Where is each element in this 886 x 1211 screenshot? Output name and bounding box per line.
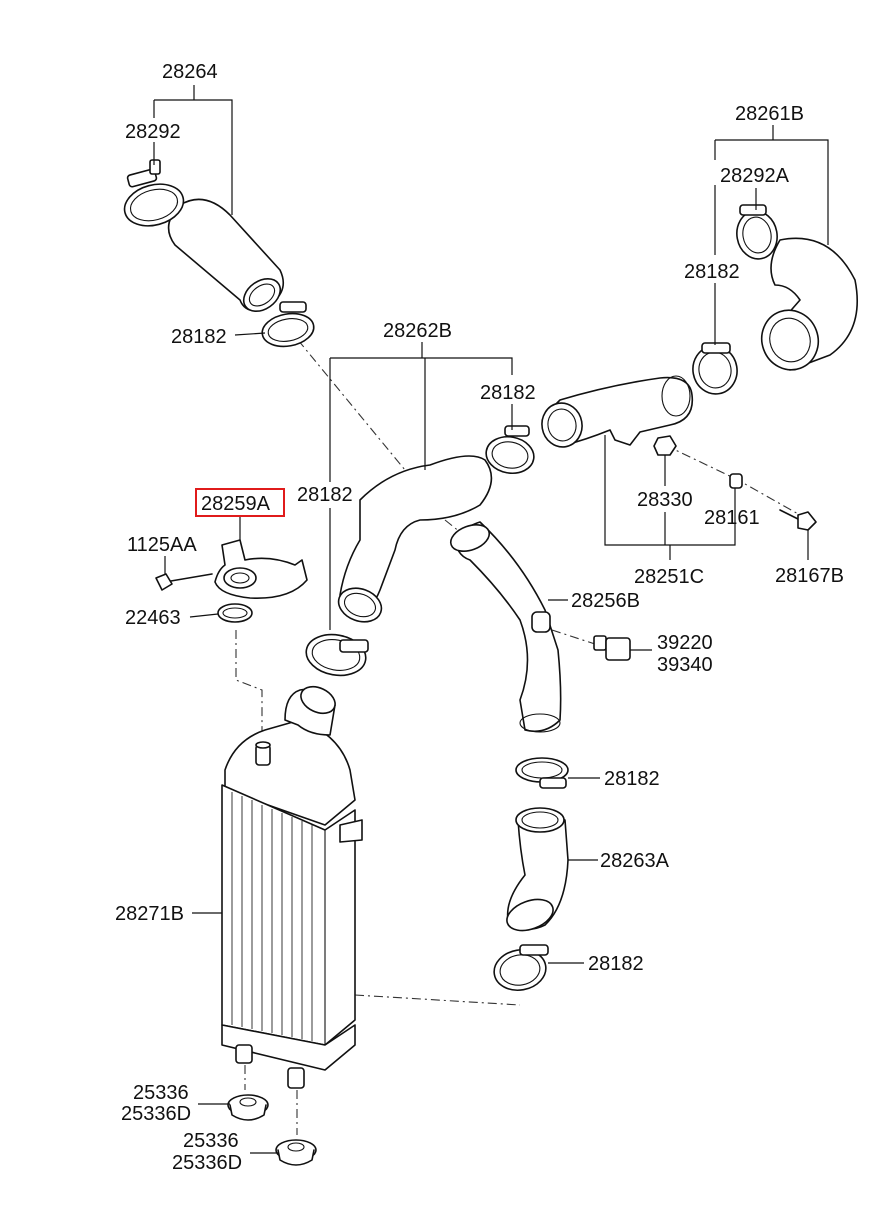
clamp-28292A[interactable] <box>733 204 781 262</box>
intercooler-28271B[interactable] <box>221 682 363 1089</box>
bolt-28167B[interactable] <box>779 509 817 531</box>
label-28292[interactable]: 28292 <box>125 121 181 143</box>
label-28182-lower-right[interactable]: 28182 <box>588 953 644 975</box>
label-25336D-upper[interactable]: 25336D <box>121 1103 191 1125</box>
elbow-28261B[interactable] <box>753 237 858 377</box>
clamp-28182-mid-upper[interactable] <box>483 425 537 477</box>
nut-28330[interactable] <box>653 435 677 456</box>
label-28182-upper-right[interactable]: 28182 <box>684 261 740 283</box>
clamp-28182-mid-right[interactable] <box>515 757 569 789</box>
label-28182-mid-left[interactable]: 28182 <box>297 484 353 506</box>
label-28182-upper-left[interactable]: 28182 <box>171 326 227 348</box>
grommet-25336-lower[interactable] <box>275 1139 317 1166</box>
hose-28263A[interactable] <box>503 807 569 936</box>
clamp-28182-upper-left[interactable] <box>260 301 317 350</box>
sleeve-28161[interactable] <box>729 473 743 489</box>
label-28263A[interactable]: 28263A <box>600 850 670 872</box>
pipe-28251C[interactable] <box>538 375 694 450</box>
highlight-box-28259A <box>195 488 285 517</box>
label-28262B[interactable]: 28262B <box>383 320 452 342</box>
o-ring-22463[interactable] <box>217 603 253 623</box>
label-28292A[interactable]: 28292A <box>720 165 790 187</box>
hose-28262B[interactable] <box>334 455 493 628</box>
label-28264[interactable]: 28264 <box>162 61 218 83</box>
bolt-1125AA[interactable] <box>155 573 213 591</box>
label-28259A[interactable]: 28259A <box>201 493 271 515</box>
label-28161[interactable]: 28161 <box>704 507 760 529</box>
clamp-28292[interactable] <box>120 159 188 232</box>
clamp-28182-lower-right[interactable] <box>491 944 549 994</box>
label-28167B[interactable]: 28167B <box>775 565 844 587</box>
bracket-28259A[interactable] <box>214 539 308 599</box>
leader-lines <box>153 85 829 1154</box>
label-22463[interactable]: 22463 <box>125 607 181 629</box>
intercooler-fins <box>231 792 313 1041</box>
grommet-25336-upper[interactable] <box>227 1094 269 1121</box>
label-28261B[interactable]: 28261B <box>735 103 804 125</box>
label-28182-mid-upper[interactable]: 28182 <box>480 382 536 404</box>
label-39340[interactable]: 39340 <box>657 654 713 676</box>
pipe-28256B[interactable] <box>447 520 562 733</box>
label-25336D-lower[interactable]: 25336D <box>172 1152 242 1174</box>
label-28256B[interactable]: 28256B <box>571 590 640 612</box>
clamp-28182-upper-right[interactable] <box>689 342 741 398</box>
sensor-39220[interactable] <box>593 635 631 661</box>
label-28251C[interactable]: 28251C <box>634 566 704 588</box>
label-39220[interactable]: 39220 <box>657 632 713 654</box>
clamp-28182-mid-lower[interactable] <box>303 630 369 680</box>
label-28330[interactable]: 28330 <box>637 489 693 511</box>
label-28182-mid-right[interactable]: 28182 <box>604 768 660 790</box>
label-25336-upper[interactable]: 25336 <box>133 1082 189 1104</box>
part-labels: 28264 28292 28182 28262B 28182 28182 282… <box>115 61 844 1174</box>
label-28271B[interactable]: 28271B <box>115 903 184 925</box>
label-25336-lower[interactable]: 25336 <box>183 1130 239 1152</box>
label-1125AA[interactable]: 1125AA <box>127 534 197 556</box>
hose-28264[interactable] <box>167 198 287 318</box>
